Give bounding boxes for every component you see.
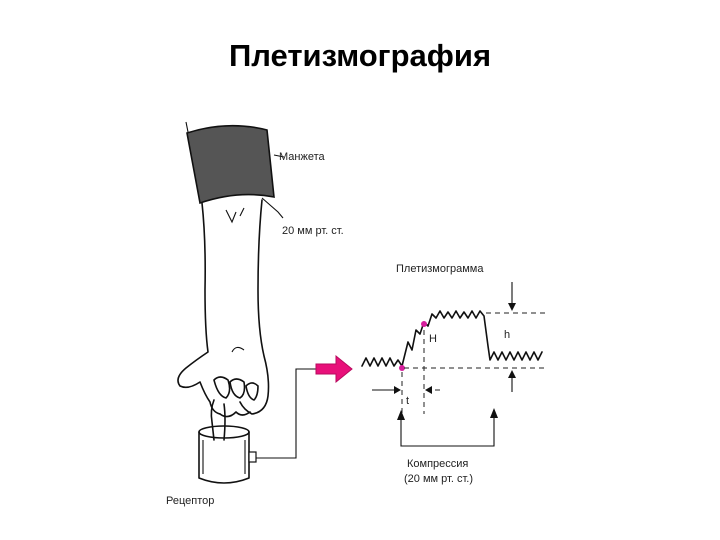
H-label: H <box>429 333 437 345</box>
plethysmogram-label: Плетизмограмма <box>396 263 484 275</box>
receptor-connector <box>248 451 257 463</box>
compression-label-line2: (20 мм рт. ст.) <box>404 473 473 485</box>
arm-left-outline <box>177 202 221 415</box>
wrist-crease <box>231 346 245 353</box>
signal-wire <box>256 368 318 459</box>
receptor-body <box>198 431 250 484</box>
pressure-label: 20 мм рт. ст. <box>282 225 344 237</box>
t-label: t <box>406 395 409 407</box>
cuff-tube-top <box>185 121 189 133</box>
finger-3 <box>245 382 259 401</box>
t-arrowhead-left <box>394 386 401 394</box>
h-arrowhead-bottom <box>508 370 516 378</box>
cuff-tube <box>261 197 284 219</box>
rise-top-marker <box>421 321 427 327</box>
cuff-leader <box>273 154 285 158</box>
compression-arrow-left <box>397 410 405 420</box>
finger-2 <box>229 378 246 399</box>
arm-right-outline <box>239 199 270 415</box>
t-arrowhead-right <box>425 386 432 394</box>
cuff-label: Манжета <box>279 151 326 163</box>
compression-arrow-right <box>490 408 498 418</box>
index-finger <box>210 399 226 441</box>
signal-arrow <box>315 354 353 384</box>
plethysmogram-trace <box>361 310 543 367</box>
h-arrowhead-top <box>508 303 516 311</box>
page-title: Плетизмография <box>228 38 492 73</box>
receptor-label: Рецептор <box>166 495 214 507</box>
receptor-glass <box>202 440 246 474</box>
compression-label-line1: Компрессия <box>407 458 468 470</box>
cuff <box>186 124 275 205</box>
arm-creases <box>225 207 245 224</box>
h-label: h <box>504 329 510 341</box>
finger-1 <box>213 376 231 399</box>
rise-start-marker <box>399 365 405 371</box>
compression-bracket <box>400 412 495 447</box>
